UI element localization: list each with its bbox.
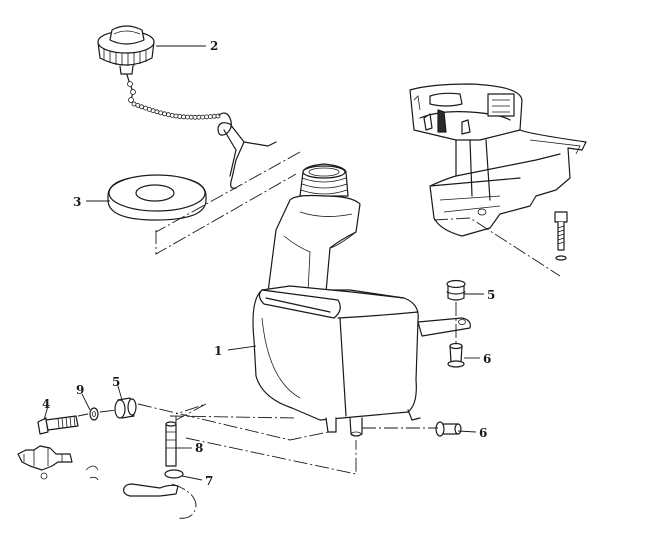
chain-bead xyxy=(169,113,175,118)
clamp-part7 xyxy=(164,469,184,479)
chain-bead xyxy=(146,107,152,112)
bolt-part4 xyxy=(37,415,79,435)
chain-bead xyxy=(196,114,202,120)
callout-6-lower: 6 xyxy=(479,426,487,440)
chain-bead xyxy=(158,110,164,116)
frame-bolt xyxy=(554,211,568,261)
callout-5-upper: 5 xyxy=(487,288,495,302)
cap-chain xyxy=(126,74,277,189)
hose-assembly xyxy=(17,445,197,519)
grommet-part5-lower xyxy=(114,397,137,419)
frame-section xyxy=(409,83,587,237)
chain-bead xyxy=(200,114,206,120)
leader-lines xyxy=(43,45,484,481)
washer-part9 xyxy=(89,407,99,421)
gasket-ring xyxy=(107,174,207,221)
chain-bead xyxy=(211,113,217,119)
chain-bead xyxy=(188,114,194,120)
chain-bead xyxy=(165,112,171,118)
callout-2: 2 xyxy=(210,39,218,53)
assembly-lines xyxy=(77,151,561,475)
callout-6-upper: 6 xyxy=(483,352,491,366)
callouts: 2 3 1 5 6 6 9 4 5 8 7 xyxy=(42,39,495,488)
callout-5-lower: 5 xyxy=(112,375,120,389)
callout-4: 4 xyxy=(42,397,50,411)
callout-1: 1 xyxy=(214,344,222,358)
callout-8: 8 xyxy=(195,441,203,455)
chain-bead xyxy=(204,114,209,120)
chain-bead xyxy=(131,101,137,107)
callout-7: 7 xyxy=(205,474,213,488)
chain-bead xyxy=(207,114,213,119)
chain-bead xyxy=(177,114,183,119)
oil-tank xyxy=(252,163,471,437)
chain-bead xyxy=(139,104,145,110)
chain-bead xyxy=(162,111,167,117)
chain-bead xyxy=(154,109,160,115)
callout-3: 3 xyxy=(73,195,81,209)
chain-bead xyxy=(181,114,187,120)
chain-bead xyxy=(143,105,148,111)
chain-bead xyxy=(185,114,190,120)
collar-lower xyxy=(435,421,462,437)
fitting-part8 xyxy=(165,421,177,467)
chain-bead xyxy=(173,113,179,119)
callout-9: 9 xyxy=(76,383,84,397)
chain-bead xyxy=(135,103,141,108)
collar-upper xyxy=(447,342,465,368)
filler-cap xyxy=(97,25,155,75)
grommet-upper xyxy=(446,279,466,301)
chain-bead xyxy=(192,114,198,120)
chain-bead xyxy=(150,108,156,114)
